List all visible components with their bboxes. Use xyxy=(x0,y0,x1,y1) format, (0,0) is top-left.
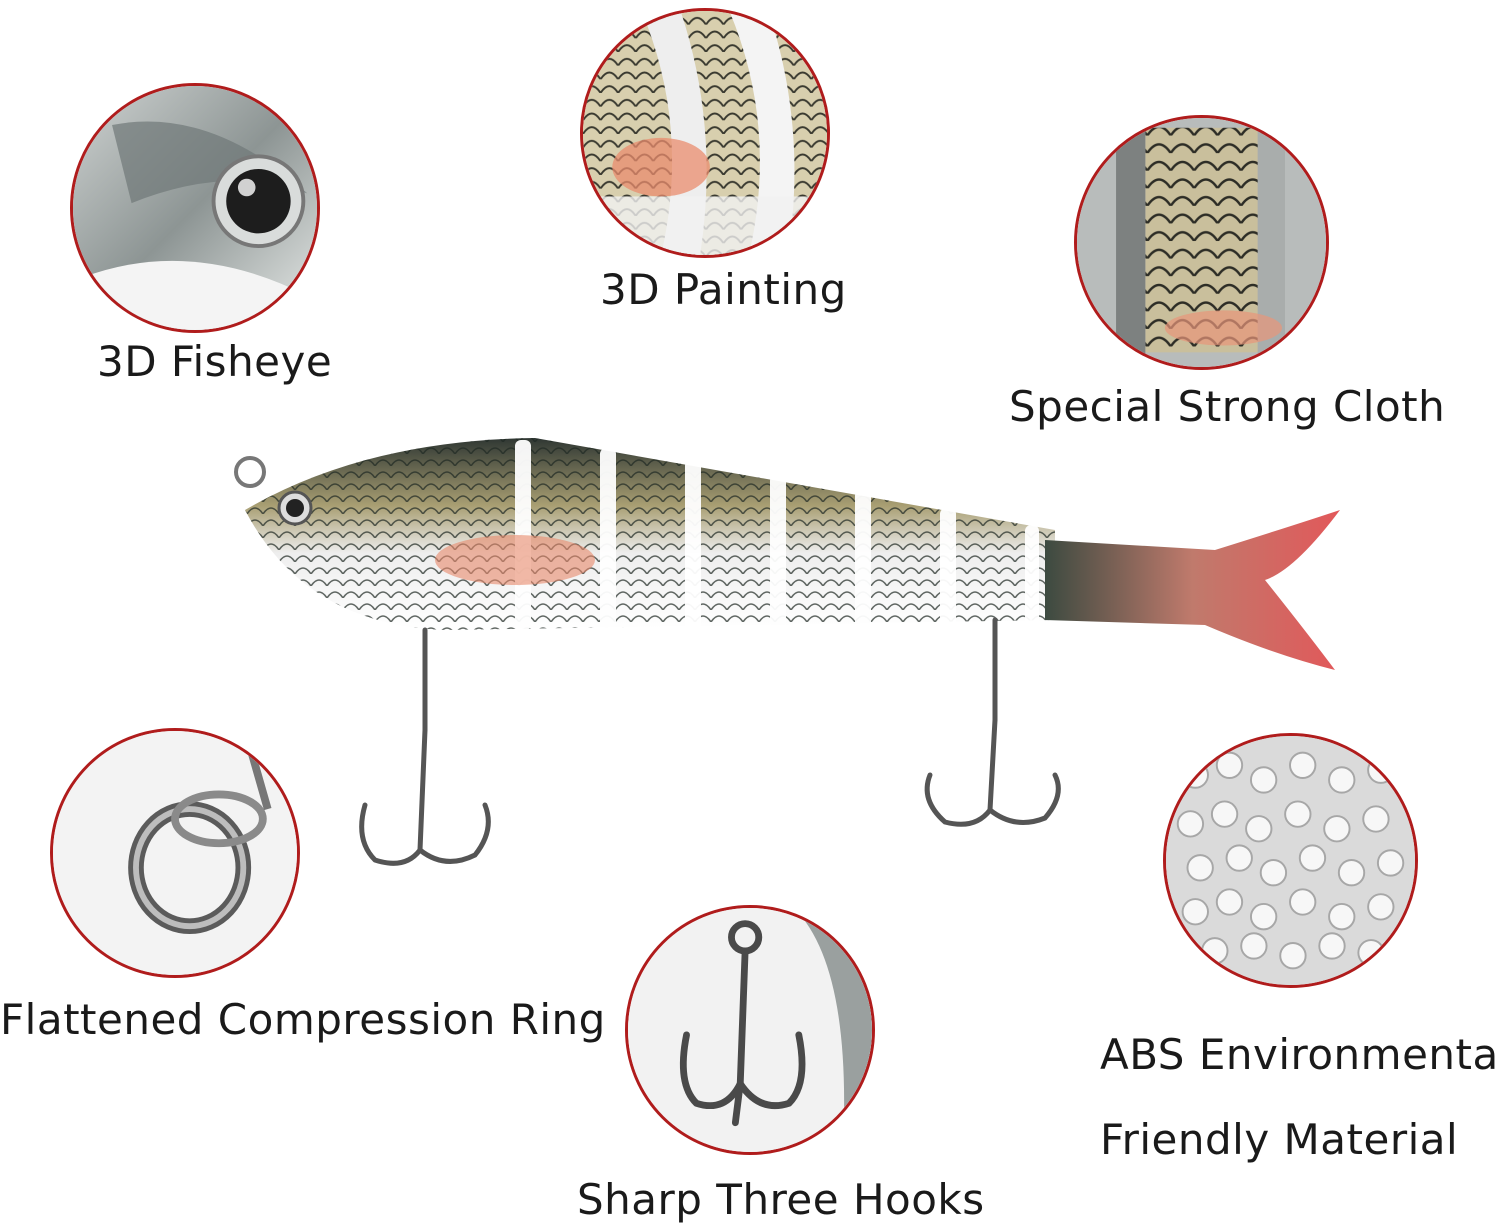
lure-fish-icon xyxy=(234,438,1340,866)
painting-detail-circle xyxy=(580,8,830,258)
ring-label: Flattened Compression Ring xyxy=(0,995,606,1044)
cloth-detail-circle xyxy=(1074,115,1329,370)
abs-label-line1: ABS Environmentally xyxy=(1100,1030,1500,1079)
abs-pellets-icon xyxy=(1166,736,1415,985)
abs-label-line2: Friendly Material xyxy=(1100,1115,1459,1164)
hooks-label: Sharp Three Hooks xyxy=(577,1175,985,1224)
fisheye-detail-circle xyxy=(70,83,320,333)
fisheye-label: 3D Fisheye xyxy=(97,337,333,386)
abs-detail-circle xyxy=(1163,733,1418,988)
cloth-label: Special Strong Cloth xyxy=(1009,382,1446,431)
fisheye-icon xyxy=(73,86,317,330)
ring-detail-circle xyxy=(50,728,300,978)
hooks-detail-circle xyxy=(625,905,875,1155)
painted-scales-icon xyxy=(583,11,827,255)
split-ring-icon xyxy=(53,731,297,975)
painting-label: 3D Painting xyxy=(600,265,847,314)
treble-hook-icon xyxy=(628,908,872,1152)
cloth-icon xyxy=(1077,118,1326,367)
